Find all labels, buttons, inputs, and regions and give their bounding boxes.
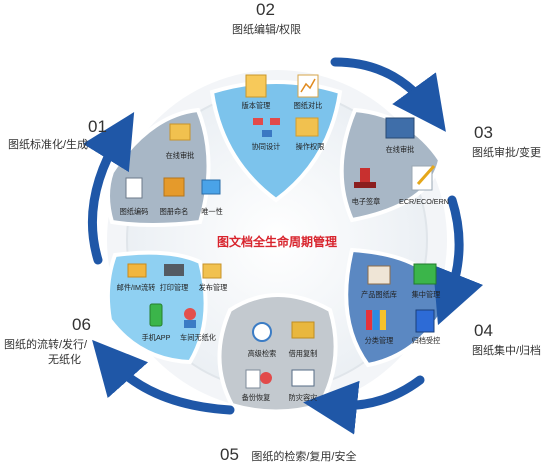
stage-02-item-2: 图纸对比 — [294, 101, 323, 110]
stage-06-label: 06 — [72, 316, 91, 333]
stage-05-item-2: 借用复制 — [289, 349, 318, 358]
stage-05-title: 图纸的检索/复用/安全 — [251, 451, 357, 463]
stage-03-items: 在线审批 电子签章 ECR/ECO/ERN — [352, 117, 449, 206]
arrow-06-01 — [82, 112, 135, 265]
binders-icon — [366, 310, 372, 330]
stage-04-item-2: 集中管理 — [412, 290, 441, 299]
mobile-phone-icon — [149, 303, 163, 327]
center-title: 图文档全生命周期管理 — [217, 234, 337, 249]
stage-04-item-4: 归档受控 — [412, 336, 441, 345]
archive-binder-icon — [415, 309, 435, 333]
stage-02-number: 02 — [256, 0, 275, 19]
monitor-list-icon — [385, 117, 415, 139]
printer-icon — [164, 264, 184, 276]
stage-06-title: 图纸的流转/发行/ 无纸化 — [4, 338, 114, 368]
documents-icon — [245, 74, 267, 98]
stage-03-item-2: 电子签章 — [352, 197, 381, 206]
petal-02 — [209, 80, 343, 203]
cycle-arrows — [82, 57, 484, 435]
stage-05-items: 高级检索 借用复制 备份恢复 防灾容灾 — [242, 321, 318, 402]
stage-06-title-line-1: 图纸的流转/发行/ — [4, 339, 88, 351]
green-folder-icon — [413, 263, 437, 285]
folder-sync-icon — [291, 321, 315, 339]
stage-05-label: 05 图纸的检索/复用/安全 — [220, 446, 357, 465]
stage-02-title: 图纸编辑/权限 — [232, 24, 302, 36]
stage-05-item-3: 备份恢复 — [242, 393, 271, 402]
stage-03-title: 图纸审批/变更 — [472, 147, 542, 159]
stage-03-item-3: ECR/ECO/ERN — [399, 197, 449, 206]
document-icon — [125, 177, 143, 199]
shield-screen-icon — [291, 369, 315, 387]
envelope-icon — [127, 263, 147, 278]
stage-01-number: 01 — [88, 117, 107, 136]
stage-06-title-line-2: 无纸化 — [48, 354, 81, 366]
stage-04-items: 产品图纸库 集中管理 分类管理 归档受控 — [361, 263, 441, 345]
stage-06-item-2: 打印管理 — [160, 283, 189, 292]
stage-02-label: 02 — [256, 1, 275, 18]
stage-01-item-3: 图册命名 — [160, 207, 189, 216]
arrow-02-03 — [330, 57, 446, 132]
arrow-03-04 — [432, 195, 484, 326]
stage-04-label: 04 — [474, 322, 493, 339]
open-book-icon — [201, 179, 221, 195]
arrow-05-06 — [92, 339, 235, 415]
stage-06-number: 06 — [72, 315, 91, 334]
stage-06-items: 邮件/IM流转 打印管理 发布管理 手机APP 车间无纸化 — [117, 263, 228, 342]
stage-05-item-1: 高级检索 — [248, 349, 277, 358]
stage-04-item-1: 产品图纸库 — [361, 290, 397, 299]
stage-06-item-1: 邮件/IM流转 — [117, 283, 156, 292]
folder-icon — [169, 123, 191, 141]
stage-02-item-1: 版本管理 — [242, 101, 271, 110]
arrow-04-05 — [303, 375, 425, 435]
stage-06-item-3: 发布管理 — [199, 283, 228, 292]
stage-02-item-3: 协同设计 — [252, 142, 281, 151]
stage-05-number: 05 — [220, 445, 239, 464]
workshop-person-icon — [184, 308, 196, 320]
stage-06-item-4: 手机APP — [142, 333, 171, 342]
stage-03-number: 03 — [474, 123, 493, 142]
stage-01-title: 图纸标准化/生成 — [8, 139, 89, 151]
stage-02-items: 版本管理 图纸对比 协同设计 操作权限 — [242, 74, 325, 151]
stamp-icon — [360, 168, 370, 184]
network-computers-icon — [253, 118, 263, 125]
stage-03-label: 03 — [474, 124, 493, 141]
stage-04-number: 04 — [474, 321, 493, 340]
search-person-icon — [252, 322, 272, 342]
stage-04-item-3: 分类管理 — [365, 336, 394, 345]
stage-03-item-1: 在线审批 — [386, 145, 415, 154]
folder-send-icon — [202, 263, 222, 279]
petal-05 — [217, 293, 338, 414]
stage-01-items: 在线审批 图纸编码 图册命名 唯一性 — [120, 123, 223, 216]
stage-01-item-2: 图纸编码 — [120, 207, 149, 216]
file-cabinet-icon — [367, 265, 391, 285]
database-backup-icon — [245, 369, 261, 389]
blueprint-folder-icon — [163, 177, 185, 197]
stage-05-item-4: 防灾容灾 — [289, 393, 318, 402]
stage-01-item-1: 在线审批 — [166, 151, 195, 160]
stage-02-item-4: 操作权限 — [296, 142, 325, 151]
stage-04-title: 图纸集中/归档 — [472, 345, 542, 357]
stage-06-item-5: 车间无纸化 — [180, 333, 216, 342]
stage-01-item-4: 唯一性 — [201, 207, 223, 216]
stage-01-label: 01 — [88, 118, 107, 135]
permission-folder-icon — [295, 117, 319, 137]
